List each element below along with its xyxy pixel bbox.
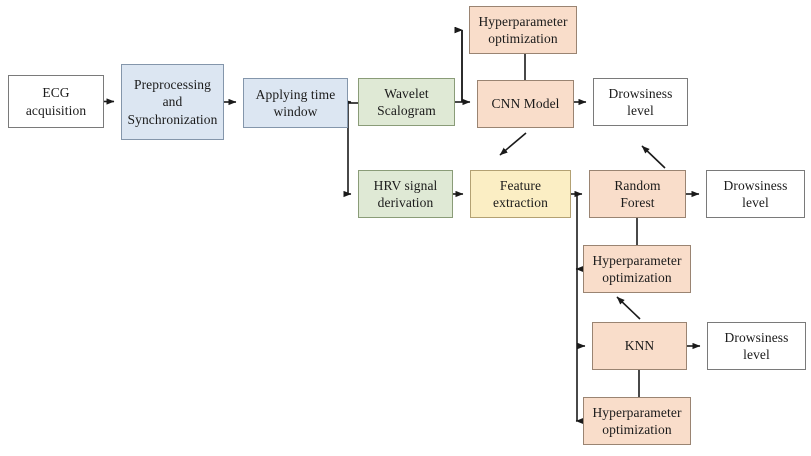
node-knn[interactable]: KNN — [592, 322, 687, 370]
edge-diagonal-into-random-forest — [641, 145, 666, 169]
node-window[interactable]: Applying time window — [243, 78, 348, 128]
node-drowsy_rf[interactable]: Drowsiness level — [706, 170, 805, 218]
node-label-drowsy_rf: Drowsiness level — [723, 177, 788, 210]
node-drowsy_cnn[interactable]: Drowsiness level — [593, 78, 688, 126]
node-feature[interactable]: Feature extraction — [470, 170, 571, 218]
node-prep[interactable]: Preprocessing and Synchronization — [121, 64, 224, 140]
node-label-hyper_rf: Hyperparameter optimization — [592, 252, 682, 285]
node-label-ecg: ECG acquisition — [25, 85, 87, 118]
node-label-rf: Random Forest — [614, 177, 661, 210]
node-hyper_knn[interactable]: Hyperparameter optimization — [583, 397, 691, 445]
node-cnn[interactable]: CNN Model — [477, 80, 574, 128]
node-hyper_cnn[interactable]: Hyperparameter optimization — [469, 6, 577, 54]
node-label-feature: Feature extraction — [493, 177, 548, 210]
node-ecg[interactable]: ECG acquisition — [8, 75, 104, 128]
node-label-knn: KNN — [624, 338, 655, 354]
node-label-hrv: HRV signal derivation — [373, 177, 438, 210]
node-label-hyper_knn: Hyperparameter optimization — [592, 404, 682, 437]
node-label-wavelet: Wavelet Scalogram — [377, 85, 436, 118]
node-wavelet[interactable]: Wavelet Scalogram — [358, 78, 455, 126]
node-label-prep: Preprocessing and Synchronization — [127, 77, 218, 127]
node-drowsy_knn[interactable]: Drowsiness level — [707, 322, 806, 370]
node-hrv[interactable]: HRV signal derivation — [358, 170, 453, 218]
edge-diagonal-into-hyper-rf — [616, 296, 641, 320]
node-rf[interactable]: Random Forest — [589, 170, 686, 218]
node-hyper_rf[interactable]: Hyperparameter optimization — [583, 245, 691, 293]
node-label-drowsy_knn: Drowsiness level — [724, 329, 789, 362]
edge-cnn-diagonal — [499, 132, 527, 156]
node-label-drowsy_cnn: Drowsiness level — [608, 85, 673, 118]
node-label-hyper_cnn: Hyperparameter optimization — [478, 13, 568, 46]
node-label-window: Applying time window — [255, 86, 336, 119]
node-label-cnn: CNN Model — [491, 96, 560, 112]
